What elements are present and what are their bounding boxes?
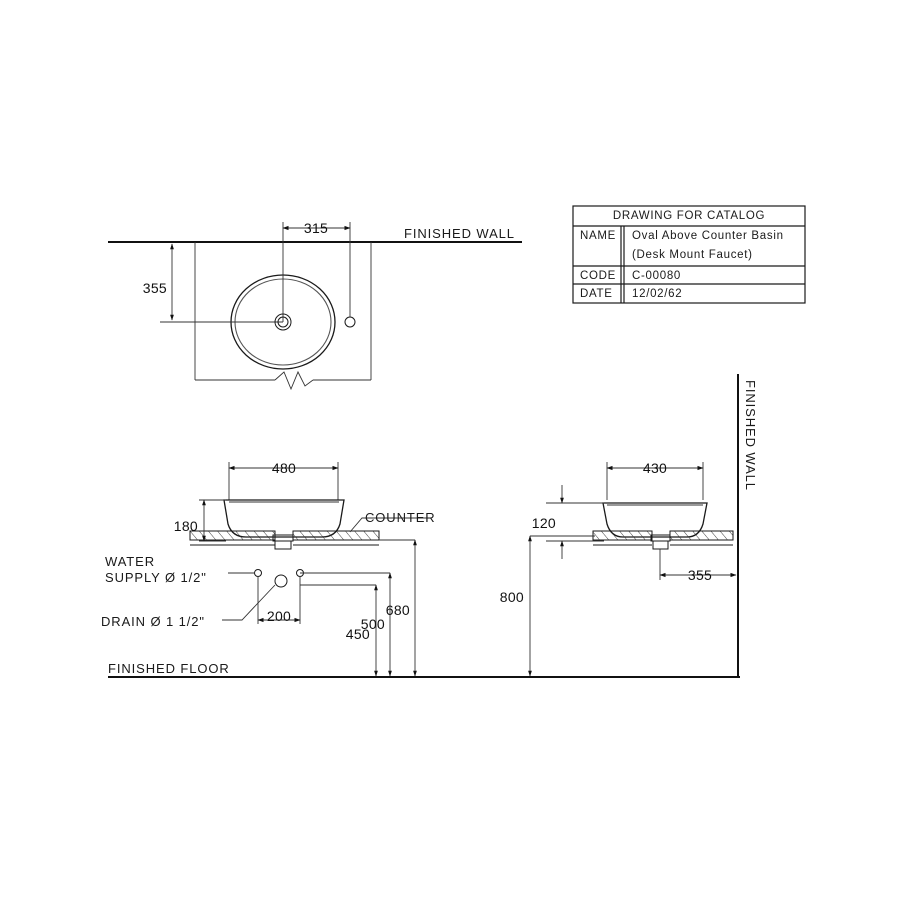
side-dim-800: 800 bbox=[500, 589, 524, 605]
title-block-key-name: NAME bbox=[580, 230, 616, 242]
front-counter-label: COUNTER bbox=[365, 510, 436, 525]
front-elevation-view: 480 180 COUNTER bbox=[101, 460, 740, 678]
side-finished-wall-label: FINISHED WALL bbox=[743, 380, 758, 491]
title-block-header: DRAWING FOR CATALOG bbox=[613, 210, 765, 222]
front-dim-200: 200 bbox=[267, 608, 291, 624]
side-dim-120: 120 bbox=[532, 515, 556, 531]
front-dim-180: 180 bbox=[174, 518, 198, 534]
title-block-value-code: C-00080 bbox=[632, 270, 681, 282]
front-dim-480: 480 bbox=[272, 460, 296, 476]
front-drain-label: DRAIN Ø 1 1/2" bbox=[101, 614, 205, 629]
plan-faucet-hole bbox=[344, 316, 356, 328]
side-drain-stub bbox=[650, 534, 671, 550]
plan-break-symbol bbox=[274, 370, 314, 391]
front-water-supply-left bbox=[254, 569, 262, 577]
side-dim-355: 355 bbox=[688, 567, 712, 583]
title-block: DRAWING FOR CATALOG NAME Oval Above Coun… bbox=[572, 205, 806, 304]
plan-finished-wall-label: FINISHED WALL bbox=[404, 226, 515, 241]
side-dim-430: 430 bbox=[643, 460, 667, 476]
title-block-value-date: 12/02/62 bbox=[632, 288, 682, 300]
front-water-supply-label-line2: SUPPLY Ø 1/2" bbox=[105, 570, 207, 585]
front-water-supply-label-line1: WATER bbox=[105, 554, 155, 569]
plan-drain-inner-circle bbox=[277, 316, 289, 328]
front-drain-outlet bbox=[274, 574, 288, 588]
plan-view: FINISHED WALL 315 bbox=[108, 220, 522, 391]
finished-floor-label: FINISHED FLOOR bbox=[108, 661, 230, 676]
front-dim-680: 680 bbox=[386, 602, 410, 618]
front-counter-slab bbox=[189, 530, 380, 546]
plan-dim-355: 355 bbox=[143, 280, 167, 296]
title-block-value-name-line1: Oval Above Counter Basin bbox=[632, 230, 784, 242]
front-counter-leader bbox=[349, 517, 430, 533]
front-dim-500: 500 bbox=[361, 616, 385, 632]
title-block-key-date: DATE bbox=[580, 288, 613, 300]
plan-dim-315: 315 bbox=[304, 220, 328, 236]
side-elevation-view: 430 120 35 bbox=[500, 374, 758, 677]
front-drain-stub bbox=[272, 534, 294, 550]
front-drain-leader bbox=[222, 584, 276, 621]
title-block-key-code: CODE bbox=[580, 270, 616, 282]
title-block-value-name-line2: (Desk Mount Faucet) bbox=[632, 249, 753, 261]
plan-drain-outer-circle bbox=[274, 313, 292, 331]
front-dim-450: 450 bbox=[346, 626, 370, 642]
